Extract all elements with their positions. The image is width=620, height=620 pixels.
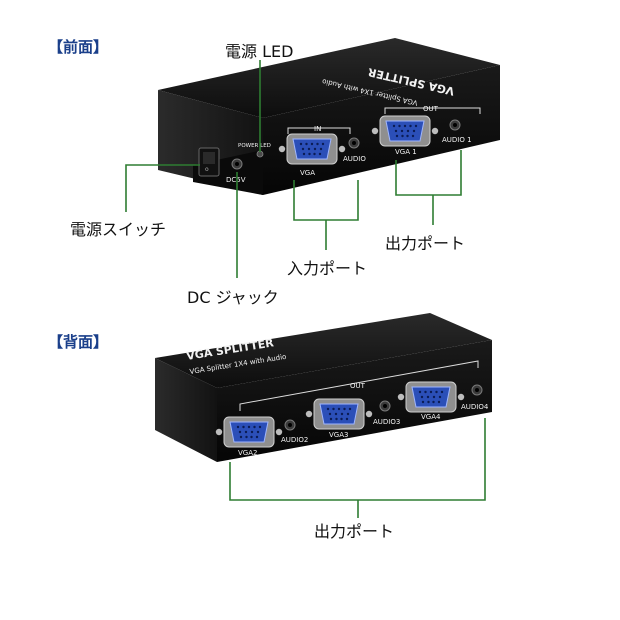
audio3-jack[interactable] — [379, 400, 391, 412]
dc-jack-callout: DC ジャック — [187, 288, 279, 307]
back-output-port-callout: 出力ポート — [314, 522, 395, 541]
power-switch-callout: 電源スイッチ — [70, 220, 167, 239]
audio4-label: AUDIO4 — [461, 403, 489, 411]
dc-jack[interactable] — [231, 158, 243, 170]
back-callout-lines — [229, 418, 486, 518]
audio4-jack[interactable] — [471, 384, 483, 396]
back-section-label: 【背面】 — [48, 333, 109, 351]
audio-in-jack[interactable] — [348, 137, 360, 149]
back-device: VGA SPLITTER VGA Splitter 1X4 with Audio… — [155, 313, 492, 462]
vga4-port[interactable] — [397, 381, 465, 413]
front-in-label: IN — [314, 125, 321, 133]
power-led-callout: 電源 LED — [225, 42, 294, 61]
front-output-port-callout: 出力ポート — [385, 234, 466, 253]
front-callout-lines — [125, 60, 462, 278]
vga4-label: VGA4 — [421, 413, 441, 421]
back-out-label: OUT — [350, 382, 366, 390]
back-device-side — [155, 358, 217, 462]
vga-in-port[interactable] — [278, 133, 346, 165]
audio3-label: AUDIO3 — [373, 418, 400, 426]
audio1-out-label: AUDIO 1 — [442, 136, 472, 144]
audio2-jack[interactable] — [284, 419, 296, 431]
vga2-label: VGA2 — [238, 449, 257, 457]
audio2-label: AUDIO2 — [281, 436, 308, 444]
audio-in-label: AUDIO — [343, 155, 366, 163]
vga1-out-port[interactable] — [371, 115, 439, 147]
front-section-label: 【前面】 — [48, 38, 109, 56]
front-device: VGA SPLITTER VGA Splitter 1X4 with Audio… — [158, 38, 500, 195]
vga3-port[interactable] — [305, 398, 373, 430]
svg-text:o: o — [205, 166, 209, 173]
audio1-out-jack[interactable] — [449, 119, 461, 131]
vga2-port[interactable] — [215, 416, 283, 448]
vga1-out-label: VGA 1 — [395, 148, 417, 156]
input-port-callout: 入力ポート — [287, 259, 368, 278]
dc5v-label: DC5V — [226, 176, 246, 184]
power-led-label: POWER LED — [238, 143, 271, 149]
vga-in-label: VGA — [300, 169, 315, 177]
vga3-label: VGA3 — [329, 431, 348, 439]
front-device-top — [158, 38, 500, 118]
front-out-label: OUT — [423, 105, 439, 113]
back-device-top — [155, 313, 492, 388]
